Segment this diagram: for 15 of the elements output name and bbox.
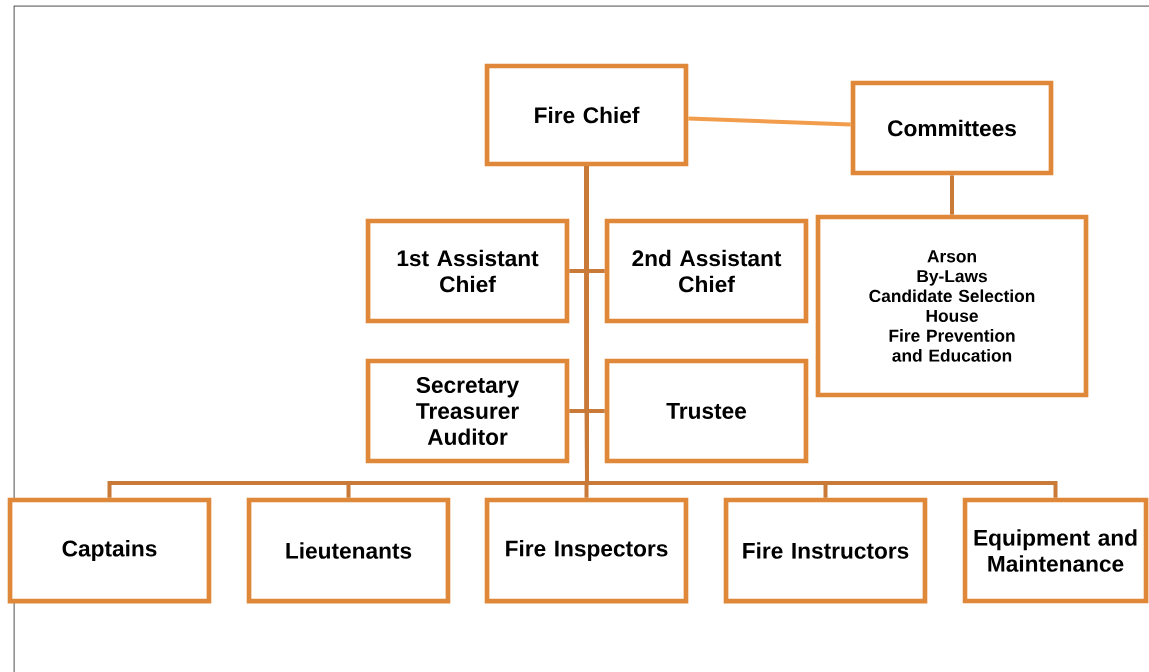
org-box: 2nd Assistant Chief: [604, 218, 809, 324]
org-box: Fire Instructors: [723, 497, 928, 604]
connector-line: [688, 116, 851, 127]
org-box: Trustee: [604, 358, 809, 464]
org-box: Equipment and Maintenance: [962, 497, 1149, 604]
org-box: 1st Assistant Chief: [365, 218, 570, 324]
org-box: Lieutenants: [246, 497, 451, 604]
org-box: Arson By-Laws Candidate Selection House Fire Prevention and Education: [815, 214, 1089, 398]
connector-line: [584, 166, 1058, 498]
org-box: Committees: [850, 80, 1054, 176]
org-box: Secretary Treasurer Auditor: [365, 358, 570, 464]
org-box: Fire Chief: [484, 63, 689, 167]
org-box: Fire Inspectors: [484, 497, 689, 604]
org-box: Captains: [7, 497, 212, 604]
connector-line: [950, 175, 954, 215]
